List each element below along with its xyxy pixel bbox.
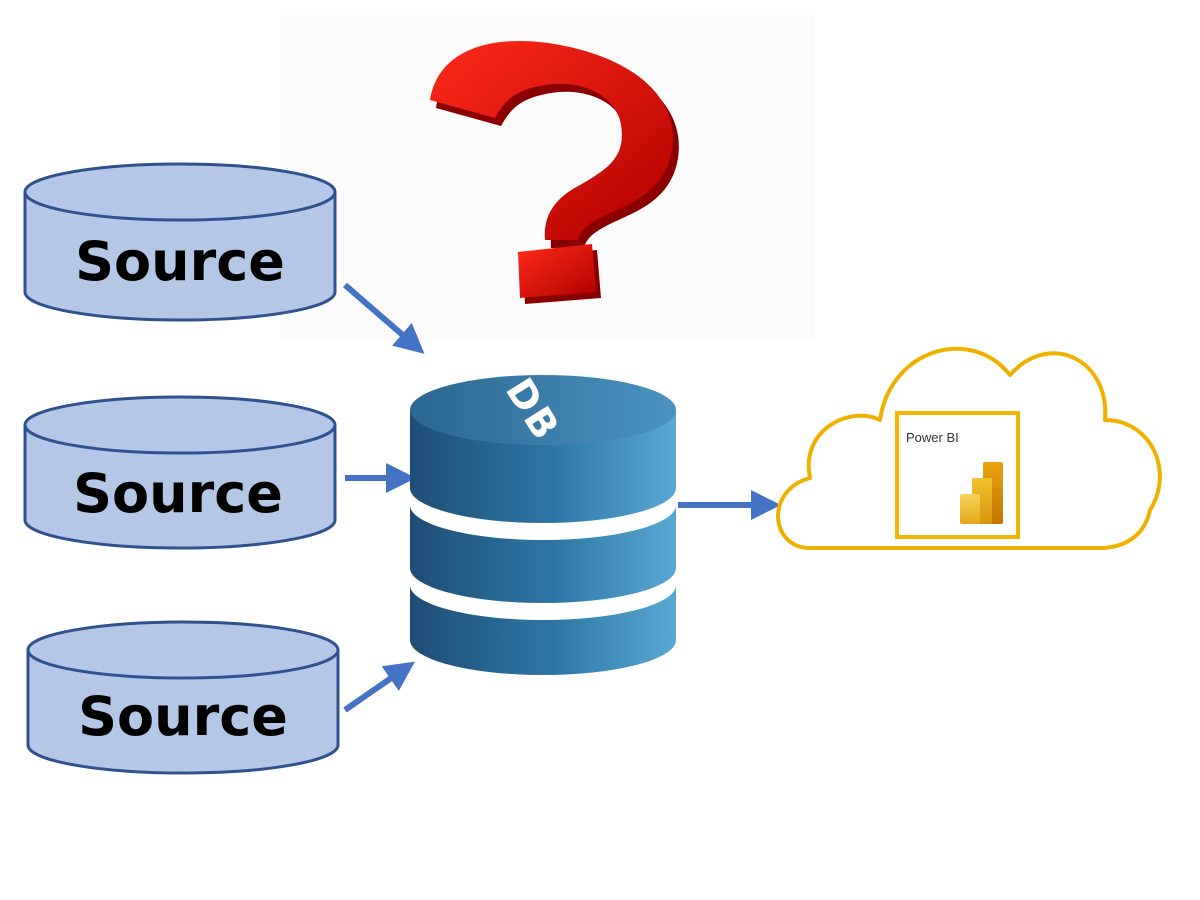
source-cylinder-2: Source	[23, 395, 337, 550]
database-cylinder: DB	[410, 370, 676, 675]
powerbi-tile: Power BI	[895, 411, 1020, 539]
source-label-3: Source	[78, 685, 288, 748]
source-label-2: Source	[73, 462, 283, 525]
question-mark-icon	[430, 40, 679, 304]
source-label-1: Source	[75, 230, 285, 293]
source-cylinder-1: Source	[23, 162, 337, 322]
powerbi-logo-icon	[960, 462, 1003, 524]
source-cylinder-3: Source	[26, 620, 340, 775]
powerbi-label: Power BI	[906, 430, 959, 445]
arrow-source-1-to-db	[343, 282, 425, 354]
arrow-source-3-to-db	[343, 661, 415, 713]
